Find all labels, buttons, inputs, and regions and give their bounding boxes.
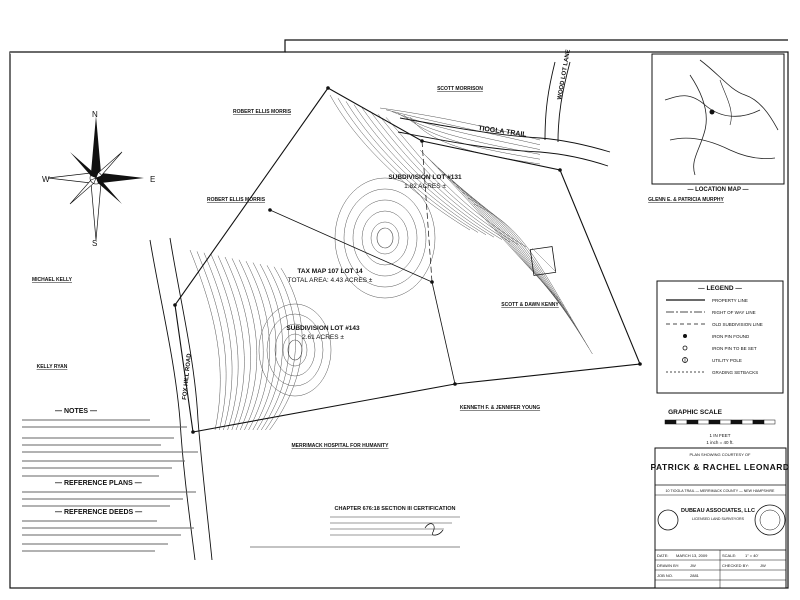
- legend-item-label: IRON PIN FOUND: [712, 334, 750, 339]
- title-firm: DUBEAU ASSOCIATES, LLC: [681, 508, 755, 514]
- compass-north: N: [92, 110, 98, 119]
- location-map-title: — LOCATION MAP —: [687, 187, 748, 193]
- abutter-young: KENNETH F. & JENNIFER YOUNG: [460, 405, 540, 411]
- structure-outline: [529, 246, 557, 276]
- label-wood-lot-lane: WOOD LOT LANE: [557, 49, 572, 100]
- north-arrow-compass: [47, 116, 144, 241]
- abutter-michael-kelly: MICHAEL KELLY: [32, 277, 73, 283]
- total-area-label: TOTAL AREA: 4.43 ACRES ±: [288, 277, 373, 284]
- abutter-morris-north: ROBERT ELLIS MORRIS: [233, 109, 292, 115]
- sheet-border: [9, 51, 789, 589]
- legend-item-label: OLD SUBDIVISION LINE: [712, 322, 763, 327]
- legend-items: PROPERTY LINE RIGHT OF WAY LINE OLD SUBDIV…: [712, 298, 763, 375]
- legend-item-label: RIGHT OF WAY LINE: [712, 310, 756, 315]
- abutter-merrimack-hospital: MERRIMACK HOSPITAL FOR HUMANITY: [291, 443, 389, 449]
- title-date: MARCH 13, 2009: [676, 553, 708, 558]
- notes-section: — NOTES — — REFERENCE PLANS — — REFERENC…: [22, 408, 198, 552]
- lot143-name: SUBDIVISION LOT #143: [286, 325, 360, 332]
- property-boundary: [174, 87, 641, 433]
- graphic-scale-ratio: 1 inch = 40 ft.: [706, 440, 733, 445]
- title-date-label: DATE:: [657, 553, 668, 558]
- legend-box: [656, 280, 784, 394]
- graphic-scale-title: GRAPHIC SCALE: [668, 409, 722, 416]
- graphic-scale-unit: 1 IN FEET: [709, 433, 730, 438]
- title-job-label: JOB NO.: [657, 573, 673, 578]
- reference-plans-title: — REFERENCE PLANS —: [55, 480, 142, 487]
- title-scale: 1" = 40': [745, 553, 759, 558]
- title-block: [654, 447, 787, 589]
- title-checked: JW: [760, 563, 766, 568]
- label-fox-hill-road: FOX HILL ROAD: [182, 353, 193, 401]
- abutter-morrison: SCOTT MORRISON: [437, 86, 483, 92]
- title-checked-label: CHECKED BY:: [722, 563, 749, 568]
- compass-west: W: [42, 175, 50, 184]
- location-map: [651, 53, 785, 185]
- title-drawn: JW: [690, 563, 696, 568]
- firm-logo: [657, 509, 679, 531]
- legend-item-label: IRON PIN TO BE SET: [712, 346, 757, 351]
- surveyor-seal: [754, 504, 786, 536]
- label-tiogla-trail: TIOGLA TRAIL: [478, 125, 528, 139]
- title-job: 2881: [690, 573, 700, 578]
- certification-title: CHAPTER 676:18 SECTION III CERTIFICATION: [335, 506, 456, 512]
- certification-block: CHAPTER 676:18 SECTION III CERTIFICATION: [250, 506, 460, 548]
- road-lines: [149, 61, 611, 561]
- title-firm-sub: LICENSED LAND SURVEYORS: [692, 517, 745, 521]
- title-client: PATRICK & RACHEL LEONARD: [650, 462, 789, 472]
- surveyor-signature: [424, 523, 444, 536]
- compass-south: S: [92, 239, 97, 248]
- lot131-area: 1.82 ACRES ±: [404, 183, 446, 190]
- title-scale-label: SCALE:: [722, 553, 736, 558]
- title-drawn-label: DRAWN BY:: [657, 563, 679, 568]
- reference-deeds-title: — REFERENCE DEEDS —: [55, 509, 142, 516]
- lot131-name: SUBDIVISION LOT #131: [388, 174, 462, 181]
- title-prepared-for: PLAN SHOWING COURTESY OF: [690, 452, 752, 457]
- title-location: 10 TIOGLA TRAIL — MERRIMACK COUNTY — NEW…: [666, 489, 775, 493]
- survey-pins: [173, 86, 642, 434]
- abutter-murphy: GLENN E. & PATRICIA MURPHY: [648, 197, 724, 203]
- legend-item-label: PROPERTY LINE: [712, 298, 748, 303]
- abutter-morris-west: ROBERT ELLIS MORRIS: [207, 197, 266, 203]
- abutter-kenny: SCOTT & DAWN KENNY: [501, 302, 559, 308]
- compass-east: E: [150, 175, 155, 184]
- tax-map-label: TAX MAP 107 LOT 14: [297, 268, 363, 275]
- topographic-contours: [189, 94, 593, 431]
- legend-title: — LEGEND —: [698, 285, 742, 292]
- legend-item-label: UTILITY POLE: [712, 358, 742, 363]
- legend-item-label: GRADING SETBACKS: [712, 370, 758, 375]
- notes-title: — NOTES —: [55, 408, 97, 415]
- lot143-area: 2.61 ACRES ±: [302, 334, 344, 341]
- abutter-kelly-ryan: KELLY RYAN: [37, 364, 68, 370]
- graphic-scale-bar: [664, 419, 776, 425]
